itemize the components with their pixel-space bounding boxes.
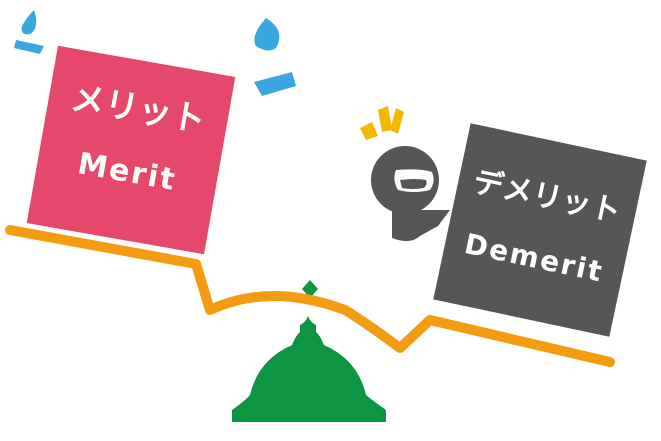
balance-base-icon	[232, 280, 386, 422]
sweat-drop-2	[14, 40, 44, 54]
fulcrum-top-diamond	[302, 280, 318, 298]
seesaw-beam	[5, 225, 615, 367]
emphasis-mark-1	[360, 122, 378, 140]
emphasis-mark-3	[390, 108, 404, 134]
arm-finger	[400, 179, 427, 189]
demerit-box: デメリット Demerit	[433, 123, 647, 337]
emphasis-mark-2	[378, 106, 392, 132]
flexed-arm-icon	[371, 146, 450, 242]
merit-box-bg	[26, 45, 236, 255]
demerit-box-bg	[433, 123, 647, 337]
emphasis-mark-icon	[360, 106, 404, 140]
sweat-drop-icon	[14, 10, 296, 96]
arm-forearm	[392, 210, 450, 242]
sweat-drop-1	[21, 10, 37, 35]
fulcrum-body	[232, 316, 386, 422]
merit-box: メリット Merit	[26, 45, 236, 255]
sweat-drop-4	[254, 72, 296, 96]
sweat-drop-3	[254, 18, 280, 51]
